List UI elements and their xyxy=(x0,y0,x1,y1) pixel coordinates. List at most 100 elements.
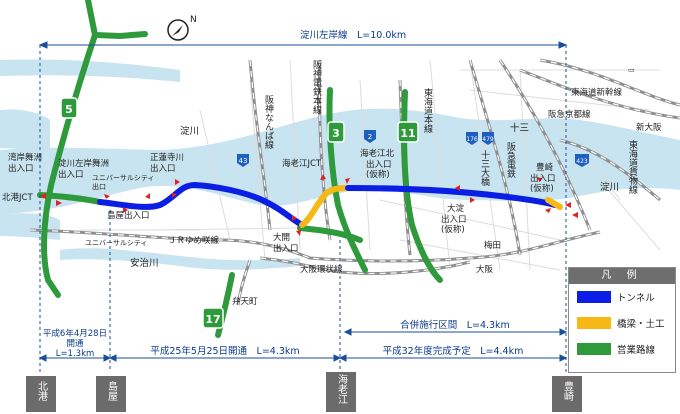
legend-swatch-expressway xyxy=(577,343,611,355)
national-road-shields: 43 2 176 479 423 xyxy=(237,130,589,167)
route-43-shield-a: 43 xyxy=(239,157,248,165)
total-length-dimension xyxy=(38,41,568,49)
station-toyosaki: 豊崎 xyxy=(552,376,582,412)
legend-item-tunnel: トンネル xyxy=(569,284,675,310)
ramp-label-maishima-left-line1: 湾岸舞洲 xyxy=(8,152,42,163)
ramp-label-oyodo-line2: 出入口 xyxy=(441,214,467,225)
vertical-labels: 阪神なんば線 阪神電鉄本線 東海道本線 阪急電鉄 十三大橋 東海道貨物線 xyxy=(263,60,638,194)
ramp-label-ohiraki-line2: 出入口 xyxy=(273,243,299,254)
compass-icon: N xyxy=(167,15,197,41)
route-11-shield: 11 xyxy=(400,127,415,140)
expressway-shields: 5 3 11 17 xyxy=(60,97,419,329)
legend-swatch-tunnel xyxy=(577,291,611,303)
station-ebie-label: 海老江 xyxy=(335,374,347,404)
ramp-label-ebie-north-line3: (仮称) xyxy=(366,169,390,180)
route-17-shield: 17 xyxy=(205,313,220,326)
ramp-label-oyodo-line1: 大淀 xyxy=(447,203,465,214)
ramp-label-ebie-north: 海老江北出入口(仮称) xyxy=(360,148,395,180)
ramp-label-yodogawa-maishima-line1: 淀川左岸舞洲 xyxy=(58,158,109,169)
bridge-segment xyxy=(299,185,351,228)
legend-label-expressway: 営業路線 xyxy=(617,345,656,356)
route-2-shield: 2 xyxy=(368,133,372,141)
joint-section-label: 合併施行区間 L=4.3km xyxy=(400,319,510,331)
ramp-label-toyosaki-line3: (仮称) xyxy=(530,183,554,194)
ramp-label-ebie-north-line2: 出入口 xyxy=(366,159,392,170)
yodogawa-label-2: 淀川 xyxy=(600,181,619,193)
tunnel-segment-1 xyxy=(97,181,305,228)
bentencho-label: 弁天町 xyxy=(232,296,258,307)
ramp-label-toyosaki-line1: 豊崎 xyxy=(536,162,554,173)
osaka-loop-line-label: 大阪環状線 xyxy=(300,264,343,275)
route-3-shield: 3 xyxy=(332,127,340,140)
tokaido-shinkansen-label: 東海道新幹線 xyxy=(571,87,623,98)
legend-label-bridge: 橋梁・土工 xyxy=(617,319,665,330)
ebie-jct-label: 海老江JCT xyxy=(282,158,322,169)
ramp-label-maishima-left: 湾岸舞洲出入口 xyxy=(8,152,42,174)
ramp-label-oyodo: 大淀出入口(仮称) xyxy=(441,203,467,235)
section-dimensions xyxy=(38,328,568,362)
yodogawa-left-bank-line-label: 淀川左岸線 L=10.0km xyxy=(300,29,406,41)
shin-osaka-label: 新大阪 xyxy=(636,122,662,133)
legend-item-expressway: 営業路線 xyxy=(569,336,675,362)
tokaido-main-line-label: 東海道本線 xyxy=(422,87,433,133)
legend: 凡 例 トンネル 橋梁・土工 営業路線 xyxy=(568,267,676,373)
kitako-jct-label: 北港JCT xyxy=(2,192,33,203)
route-176-shield: 176 xyxy=(466,136,478,143)
station-shimaya-label: 島屋 xyxy=(105,381,117,401)
ramp-label-yodogawa-maishima-line2: 出入口 xyxy=(58,169,84,180)
ramp-label-shojoji-line2: 出入口 xyxy=(150,163,176,174)
station-toyosaki-label: 豊崎 xyxy=(561,381,573,401)
shin-osaka-station-marker: ▭ xyxy=(628,66,635,74)
juso-label: 十三 xyxy=(510,122,529,134)
section-1-status: 開通 xyxy=(66,338,84,349)
ramp-label-universal-line1: ユニバーサルシティ xyxy=(92,174,154,182)
tokaido-freight-line-label: 東海道貨物線 xyxy=(627,139,638,194)
ramp-arrows xyxy=(40,174,578,236)
ramp-label-maishima-left-line2: 出入口 xyxy=(8,163,34,174)
hankyu-railway-label: 阪急電鉄 xyxy=(505,142,516,179)
ramp-label-shojoji-line1: 正蓮寺川 xyxy=(150,152,184,163)
streets xyxy=(80,59,661,271)
section-1-date: 平成6年4月28日 xyxy=(43,328,107,339)
ramp-label-universal: ユニバーサルシティ出口 xyxy=(92,174,154,191)
legend-label-tunnel: トンネル xyxy=(617,293,655,304)
ramp-label-toyosaki-line2: 出入口 xyxy=(530,173,556,184)
hankyu-kyoto-line-label: 阪急京都線 xyxy=(548,109,591,120)
ajikawa-label: 安治川 xyxy=(130,257,159,269)
yodogawa-label: 淀川 xyxy=(180,125,199,137)
section-2-label: 平成25年5月25日開通 L=4.3km xyxy=(150,345,299,357)
route-5-shield: 5 xyxy=(65,103,73,116)
ramp-label-yodogawa-maishima: 淀川左岸舞洲出入口 xyxy=(58,158,109,180)
route-479-shield: 479 xyxy=(482,136,494,143)
ramp-label-ohiraki: 大開出入口 xyxy=(273,232,299,254)
legend-item-bridge: 橋梁・土工 xyxy=(569,310,675,336)
tunnel-segment-2 xyxy=(345,185,558,208)
ramp-label-universal-line2: 出口 xyxy=(92,182,106,191)
bridge-segment-end xyxy=(545,197,563,210)
ramp-label-oyodo-line3: (仮称) xyxy=(441,224,465,235)
station-kitako: 北港 xyxy=(26,376,56,412)
ramp-label-ebie-north-line1: 海老江北 xyxy=(360,148,395,159)
station-ebie: 海老江 xyxy=(326,372,356,412)
ramp-label-toyosaki: 豊崎出入口(仮称) xyxy=(530,162,556,194)
route-423-shield: 423 xyxy=(576,158,588,165)
ramp-labels: 湾岸舞洲出入口 淀川左岸舞洲出入口 ユニバーサルシティ出口 島屋出入口 正蓮寺川… xyxy=(8,148,556,254)
osaka-station-label: 大阪 xyxy=(476,264,494,275)
section-1-length: L=1.3km xyxy=(56,349,95,359)
ramp-label-shojoji: 正蓮寺川出入口 xyxy=(150,152,184,174)
hanshin-namba-line-label: 阪神なんば線 xyxy=(263,95,274,149)
ramp-label-shimaya: 島屋出入口 xyxy=(107,210,150,221)
section-3-label: 平成32年度完成予定 L=4.4km xyxy=(383,345,524,357)
compass-north-label: N xyxy=(190,15,197,25)
map-labels: 淀川 淀川 安治川 大阪環状線 ＪＲゆめ咲線 ユニバーサルシティ ▭ 新大阪 十… xyxy=(2,66,662,307)
universal-city-station-label: ユニバーサルシティ xyxy=(85,239,147,247)
yodogawa-left-bank-route xyxy=(97,181,563,228)
ramp-label-ohiraki-line1: 大開 xyxy=(273,232,290,243)
section-guides xyxy=(39,45,567,372)
legend-title: 凡 例 xyxy=(569,268,675,284)
river-water xyxy=(0,59,680,270)
juso-ohashi-label: 十三大橋 xyxy=(479,149,490,187)
station-shimaya: 島屋 xyxy=(96,376,126,412)
